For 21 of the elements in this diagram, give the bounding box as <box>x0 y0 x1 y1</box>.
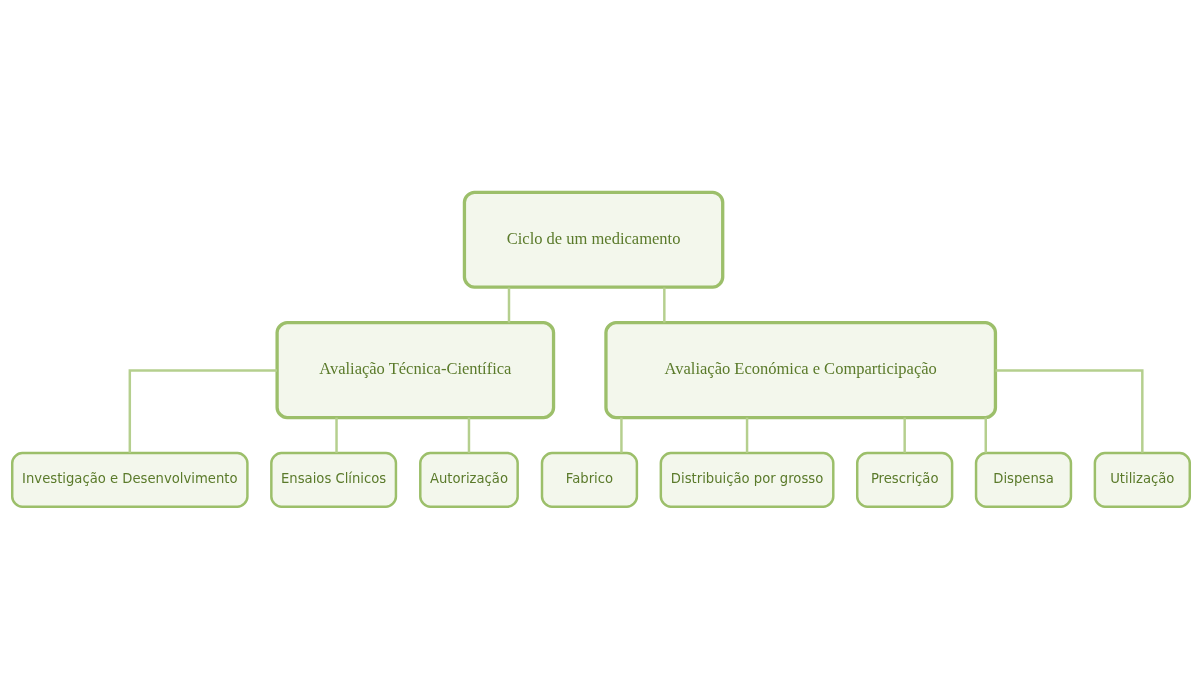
connector <box>903 417 906 453</box>
connector <box>467 417 471 453</box>
node-box: Dispensa <box>974 451 1073 508</box>
node-box: Ensaios Clínicos <box>270 451 398 508</box>
connector <box>620 417 623 453</box>
node-box: Prescrição <box>856 451 954 508</box>
node-box: Investigação e Desenvolvimento <box>11 451 249 508</box>
connector <box>984 417 987 453</box>
node-box: Distribuição por grosso <box>659 451 835 508</box>
connector <box>995 369 1144 453</box>
node-box: Avaliação Económica e Comparticipação <box>604 321 998 420</box>
node-box: Fabrico <box>540 451 639 508</box>
connector <box>507 287 511 323</box>
node-box: Avaliação Técnica-Científica <box>275 321 556 420</box>
connector <box>335 417 338 453</box>
connector <box>745 417 749 453</box>
connector <box>128 369 277 453</box>
connector <box>663 287 666 323</box>
node-box: Autorização <box>419 451 519 508</box>
node-box: Utilização <box>1093 451 1191 508</box>
node-box: Ciclo de um medicamento <box>462 190 725 289</box>
